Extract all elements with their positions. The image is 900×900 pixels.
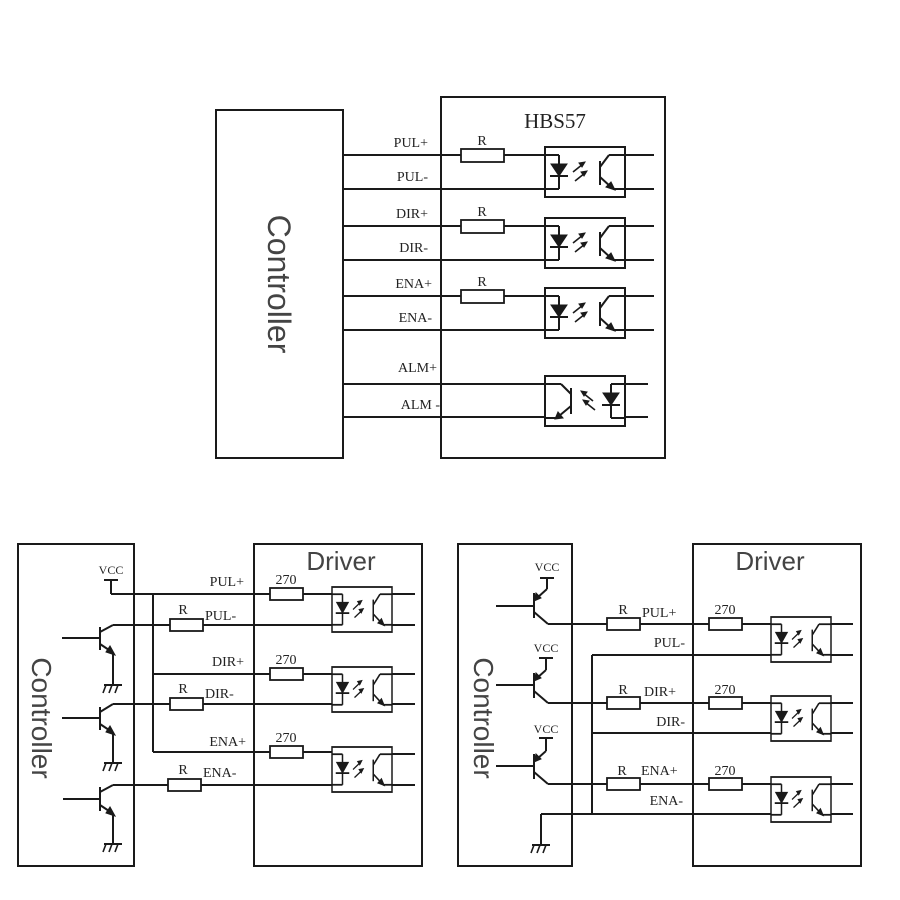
internal-resistor-label: 270 xyxy=(715,683,736,698)
resistor-icon xyxy=(708,617,743,631)
signal-plus-label: ENA+ xyxy=(209,735,246,750)
internal-resistor-label: 270 xyxy=(276,731,297,746)
external-resistor-label: R xyxy=(618,683,628,698)
vcc-label: VCC xyxy=(99,563,124,577)
br-driver-label: Driver xyxy=(735,546,805,576)
top-controller-box xyxy=(215,109,344,459)
signal-minus-label: ENA- xyxy=(650,794,684,809)
top-controller-label: Controller xyxy=(261,215,297,354)
optocoupler-icon xyxy=(770,695,832,742)
br-controller-label: Controller xyxy=(468,657,499,778)
optocoupler-icon xyxy=(770,776,832,823)
br-signal-dir: VCC R DIR+ 270 DIR- xyxy=(496,641,853,742)
br-signal-pul: VCC R PUL+ 270 PUL- xyxy=(496,560,853,663)
resistor-label: R xyxy=(477,134,487,149)
br-signal-ena: VCC R ENA+ 270 ENA- xyxy=(496,722,853,823)
resistor-icon xyxy=(708,696,743,710)
signal-plus-label: DIR+ xyxy=(212,655,244,670)
top-driver-label: HBS57 xyxy=(524,109,586,133)
bl-signal-ena: ENA+ 270 R ENA- xyxy=(63,731,415,853)
signal-plus-label: DIR+ xyxy=(396,207,428,222)
pnp-transistor-icon: VCC xyxy=(496,560,560,625)
bl-controller-label: Controller xyxy=(26,657,57,778)
resistor-icon xyxy=(460,219,505,234)
resistor-icon xyxy=(269,745,304,759)
signal-minus-label: DIR- xyxy=(399,241,428,256)
optocoupler-icon xyxy=(331,586,393,633)
signal-minus-label: PUL- xyxy=(654,636,685,651)
internal-resistor-label: 270 xyxy=(276,653,297,668)
bl-driver-label: Driver xyxy=(306,546,376,576)
resistor-icon xyxy=(269,667,304,681)
resistor-icon xyxy=(169,697,204,711)
internal-resistor-label: 270 xyxy=(276,573,297,588)
resistor-label: R xyxy=(477,205,487,220)
pnp-transistor-icon: VCC xyxy=(496,641,559,704)
vcc-label: VCC xyxy=(535,560,560,574)
external-resistor-label: R xyxy=(178,603,188,618)
resistor-icon xyxy=(169,618,204,632)
bl-signal-dir: DIR+ 270 R DIR- xyxy=(62,653,415,772)
signal-plus-label: ENA+ xyxy=(395,277,432,292)
signal-plus-label: PUL+ xyxy=(642,606,676,621)
signal-minus-label: DIR- xyxy=(656,715,685,730)
vcc-label: VCC xyxy=(534,641,559,655)
bottom-left-diagram: Controller Driver VCC PUL+ 270 R PUL- xyxy=(17,543,423,867)
resistor-label: R xyxy=(477,275,487,290)
signal-plus-label: DIR+ xyxy=(644,685,676,700)
npn-transistor-icon xyxy=(62,624,123,694)
signal-minus-label: ENA- xyxy=(203,766,237,781)
top-signal-pul: R PUL+ PUL- xyxy=(343,134,654,198)
external-resistor-label: R xyxy=(618,603,628,618)
signal-minus-label: DIR- xyxy=(205,687,234,702)
top-signal-ena: R ENA+ ENA- xyxy=(343,275,654,339)
top-diagram: Controller HBS57 R PUL+ PUL- R DIR+ DIR- xyxy=(215,96,666,459)
optocoupler-icon xyxy=(544,146,626,198)
external-resistor-label: R xyxy=(178,763,188,778)
resistor-icon xyxy=(606,696,641,710)
optocoupler-icon xyxy=(770,616,832,663)
signal-plus-label: ENA+ xyxy=(641,764,678,779)
resistor-icon xyxy=(606,617,641,631)
npn-transistor-icon xyxy=(63,784,123,853)
optocoupler-icon xyxy=(544,217,626,269)
bottom-right-diagram: Controller Driver VCC R PUL+ xyxy=(457,543,862,867)
signal-minus-label: ALM - xyxy=(401,398,441,413)
signal-minus-label: PUL- xyxy=(397,170,428,185)
br-controller-box xyxy=(457,543,573,867)
resistor-icon xyxy=(606,777,641,791)
bl-signal-pul: PUL+ 270 R PUL- xyxy=(62,573,415,694)
signal-minus-label: ENA- xyxy=(399,311,433,326)
signal-plus-label: PUL+ xyxy=(394,136,428,151)
signal-plus-label: ALM+ xyxy=(398,361,437,376)
resistor-icon xyxy=(167,778,202,792)
resistor-icon xyxy=(269,587,304,601)
vcc-label: VCC xyxy=(534,722,559,736)
external-resistor-label: R xyxy=(617,764,627,779)
resistor-icon xyxy=(708,777,743,791)
resistor-icon xyxy=(460,289,505,304)
signal-plus-label: PUL+ xyxy=(210,575,244,590)
signal-minus-label: PUL- xyxy=(205,609,236,624)
optocoupler-icon xyxy=(544,287,626,339)
external-resistor-label: R xyxy=(178,682,188,697)
internal-resistor-label: 270 xyxy=(715,764,736,779)
top-signal-alm: ALM+ ALM - xyxy=(343,361,648,427)
pnp-transistor-icon: VCC xyxy=(496,722,559,785)
resistor-icon xyxy=(460,148,505,163)
optocoupler-output-icon xyxy=(544,375,626,427)
internal-resistor-label: 270 xyxy=(715,603,736,618)
top-signal-dir: R DIR+ DIR- xyxy=(343,205,654,269)
npn-transistor-icon xyxy=(62,703,123,772)
optocoupler-icon xyxy=(331,746,393,793)
optocoupler-icon xyxy=(331,666,393,713)
